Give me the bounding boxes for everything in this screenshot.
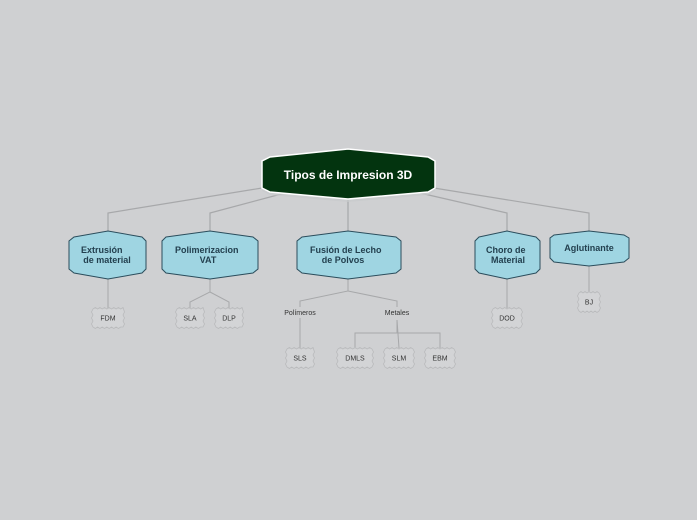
category-node-vat[interactable]: Polimerizacion VAT (161, 230, 259, 280)
connector-metales-slm (396, 319, 400, 349)
leaf-label: DMLS (345, 356, 365, 363)
leaf-node-dod[interactable]: DOD (491, 307, 523, 329)
category-label: Extrusión de material (81, 245, 131, 265)
leaf-burst-shape (175, 306, 205, 329)
leaf-node-fdm[interactable]: FDM (91, 306, 125, 329)
connector-metales-ebm (397, 332, 441, 348)
connector-root-extrusion (107, 187, 263, 233)
leaf-burst-shape (285, 346, 315, 369)
leaf-burst-shape (91, 306, 125, 329)
leaf-node-sla[interactable]: SLA (175, 306, 205, 329)
leaf-label: SLA (183, 316, 197, 323)
leaf-label: SLM (392, 356, 407, 363)
connector-fusion-polimeros (299, 278, 349, 307)
leaf-node-dlp[interactable]: DLP (214, 306, 244, 329)
connectors (107, 187, 590, 349)
leaf-burst-shape (491, 307, 523, 329)
leaf-node-dmls[interactable]: DMLS (336, 347, 374, 369)
category-node-choro[interactable]: Choro de Material (474, 230, 541, 280)
connector-root-aglutinante (433, 187, 590, 232)
leaf-node-ebm[interactable]: EBM (424, 347, 456, 369)
connector-vat-dlp (209, 291, 230, 308)
category-label: Choro de Material (486, 245, 528, 265)
category-node-fusion[interactable]: Fusión de Lecho de Polvos (296, 230, 402, 280)
connector-fusion-metales (347, 290, 398, 307)
leaf-burst-shape (214, 306, 244, 329)
connector-metales-dmls (354, 320, 398, 348)
leaf-burst-shape (336, 347, 374, 369)
leaf-label: FDM (100, 316, 115, 323)
connector-root-vat (209, 192, 286, 233)
root-label: Tipos de Impresion 3D (284, 168, 413, 182)
category-label: Polimerizacion VAT (175, 245, 241, 265)
leaf-label: SLS (293, 356, 307, 363)
leaf-label: BJ (585, 300, 593, 307)
leaf-label: DLP (222, 316, 236, 323)
leaf-node-sls[interactable]: SLS (285, 346, 315, 369)
leaf-burst-shape (577, 291, 601, 313)
group-label-metales[interactable]: Metales (385, 310, 410, 317)
leaf-node-slm[interactable]: SLM (383, 347, 415, 369)
leaf-burst-shape (383, 347, 415, 369)
leaf-node-bj[interactable]: BJ (577, 291, 601, 313)
category-node-aglutinante[interactable]: Aglutinante (549, 230, 630, 267)
group-label-polimeros[interactable]: Polímeros (284, 310, 316, 317)
connector-vat-sla (189, 278, 211, 308)
category-label: Aglutinante (564, 243, 614, 253)
leaf-nodes: FDM SLA DLP SLS DMLS SLM EBM DOD BJ (91, 291, 601, 369)
leaf-label: EBM (432, 356, 447, 363)
category-label: Fusión de Lecho de Polvos (310, 245, 384, 265)
category-node-extrusion[interactable]: Extrusión de material (68, 230, 147, 280)
leaf-label: DOD (499, 316, 515, 323)
root-node[interactable]: Tipos de Impresion 3D (261, 148, 436, 202)
connector-root-choro (419, 192, 508, 233)
leaf-burst-shape (424, 347, 456, 369)
